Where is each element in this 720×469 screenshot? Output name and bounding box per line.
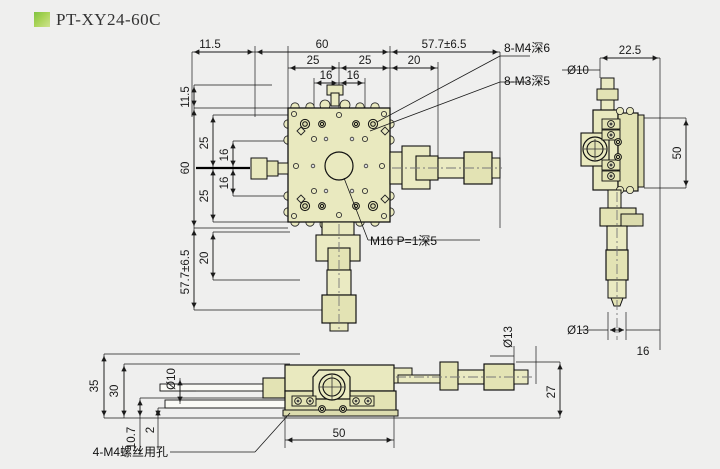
side-top-shaft-lower	[600, 99, 615, 111]
dim-inner-25-top: 25	[199, 137, 211, 150]
dim-front-50: 50	[333, 428, 346, 440]
central-m16-bore	[324, 151, 354, 181]
top-view-dim-arrows	[191, 49, 498, 308]
m4-hole-callout-leader	[170, 412, 291, 453]
dim-inner-16-top: 16	[219, 149, 231, 162]
dim-front-30: 30	[109, 385, 121, 398]
dim-top-57-7: 57.7±6.5	[422, 39, 467, 51]
front-left-rod-lower	[164, 399, 289, 409]
side-screw-blocks	[601, 118, 621, 182]
callout-m3-label: 8-M3深5	[504, 74, 550, 88]
dim-top-25-right: 25	[359, 55, 372, 67]
side-top-collar	[596, 88, 619, 101]
callout-m4-label: 8-M4深6	[504, 41, 550, 55]
dim-left-11-5: 11.5	[180, 86, 192, 108]
side-view-stage	[580, 77, 645, 340]
front-view-dim-arrows	[101, 356, 563, 443]
dim-front-2: 2	[145, 427, 157, 433]
dim-side-50: 50	[672, 147, 684, 160]
dim-inner-20: 20	[199, 252, 211, 265]
side-view-dimension-lines	[562, 57, 687, 350]
dim-side-dia13: Ø13	[567, 325, 589, 337]
side-lower-body	[617, 112, 639, 192]
dim-inner-16-bottom: 16	[219, 177, 231, 190]
dim-top-25-left: 25	[307, 55, 320, 67]
dim-left-57-7: 57.7±6.5	[180, 250, 192, 295]
dim-side-16: 16	[637, 346, 650, 358]
top-view-left-knob	[250, 157, 289, 180]
top-view-x-micrometer	[389, 145, 502, 190]
front-left-collar	[262, 377, 286, 399]
side-lower-micrometer	[599, 189, 644, 340]
page-title: PT-XY24-60C	[56, 10, 161, 29]
side-right-rail	[637, 114, 645, 188]
dim-top-11-5: 11.5	[199, 39, 221, 51]
front-right-micrometer	[393, 361, 532, 391]
callout-leaders	[343, 55, 530, 241]
dim-front-27: 27	[546, 386, 558, 399]
callout-m16-label: M16 P=1深5	[370, 234, 437, 248]
dim-side-dia10: Ø10	[567, 65, 589, 77]
dim-inner-25-bottom: 25	[199, 190, 211, 203]
top-view-y-micrometer	[315, 221, 361, 332]
front-view-stage	[159, 361, 532, 417]
dim-top-16-left: 16	[320, 70, 333, 82]
front-screw-blocks	[291, 395, 375, 407]
dim-side-22-5: 22.5	[619, 45, 641, 57]
dim-front-dia10: Ø10	[166, 368, 178, 390]
dim-top-16-right: 16	[347, 70, 360, 82]
dim-top-20: 20	[408, 55, 421, 67]
top-view-top-adjust-screw	[326, 84, 344, 107]
top-view-stage	[250, 84, 502, 332]
corner-diamond-marks	[296, 126, 390, 204]
dim-left-60: 60	[180, 162, 192, 175]
dim-front-10-7: 10.7	[126, 427, 138, 449]
side-top-bosses	[616, 107, 635, 116]
side-view-dim-arrows	[602, 55, 689, 333]
dim-front-35: 35	[89, 380, 101, 393]
dim-top-60: 60	[316, 39, 329, 51]
title-green-square-icon	[34, 12, 50, 27]
dim-front-dia13: Ø13	[503, 326, 515, 348]
callout-m4-hole-label: 4-M4螺丝用孔	[93, 445, 168, 459]
